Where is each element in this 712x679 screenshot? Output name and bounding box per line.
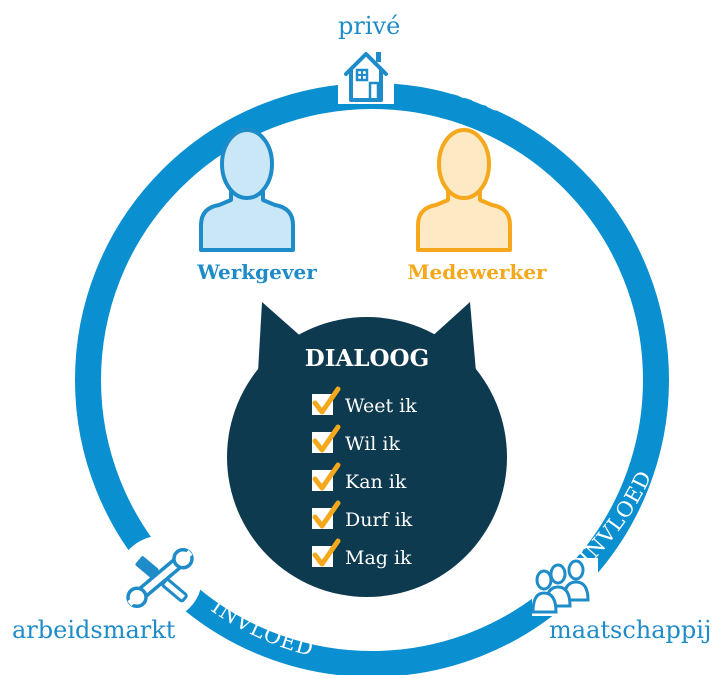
checklist-item: Wil ik bbox=[312, 424, 400, 455]
dialog-bubble bbox=[227, 302, 507, 597]
checklist-item: Kan ik bbox=[312, 462, 407, 493]
maatschappij-label: maatschappij bbox=[549, 616, 712, 644]
checklist-item-label: Mag ik bbox=[345, 547, 412, 569]
arbeidsmarkt-label: arbeidsmarkt bbox=[12, 616, 176, 644]
employer-label: Werkgever bbox=[196, 260, 317, 284]
checklist-item-label: Kan ik bbox=[345, 471, 407, 493]
check-mark-icon bbox=[312, 462, 341, 491]
people-group-icon bbox=[531, 558, 598, 616]
checklist-item: Weet ik bbox=[312, 386, 417, 417]
check-mark-icon bbox=[312, 500, 341, 529]
check-mark-icon bbox=[312, 386, 341, 415]
check-mark-icon bbox=[312, 424, 341, 453]
employer-person-icon bbox=[199, 128, 295, 252]
employee-label: Medewerker bbox=[407, 260, 547, 284]
dialog-checklist: Weet ik Wil ik Kan ik Durf ik Mag ik bbox=[312, 386, 417, 569]
house-icon bbox=[338, 48, 394, 104]
checklist-item: Mag ik bbox=[312, 538, 412, 569]
check-mark-icon bbox=[312, 538, 341, 567]
ring-label-right: INVLOED bbox=[575, 466, 657, 569]
checklist-item-label: Durf ik bbox=[345, 509, 413, 531]
tools-icon bbox=[118, 536, 202, 620]
checklist-item-label: Wil ik bbox=[345, 433, 400, 455]
dialog-title: DIALOOG bbox=[305, 345, 429, 372]
prive-label: privé bbox=[338, 12, 401, 40]
checklist-item: Durf ik bbox=[312, 500, 413, 531]
employee-person-icon bbox=[416, 128, 512, 252]
checklist-item-label: Weet ik bbox=[345, 395, 417, 417]
